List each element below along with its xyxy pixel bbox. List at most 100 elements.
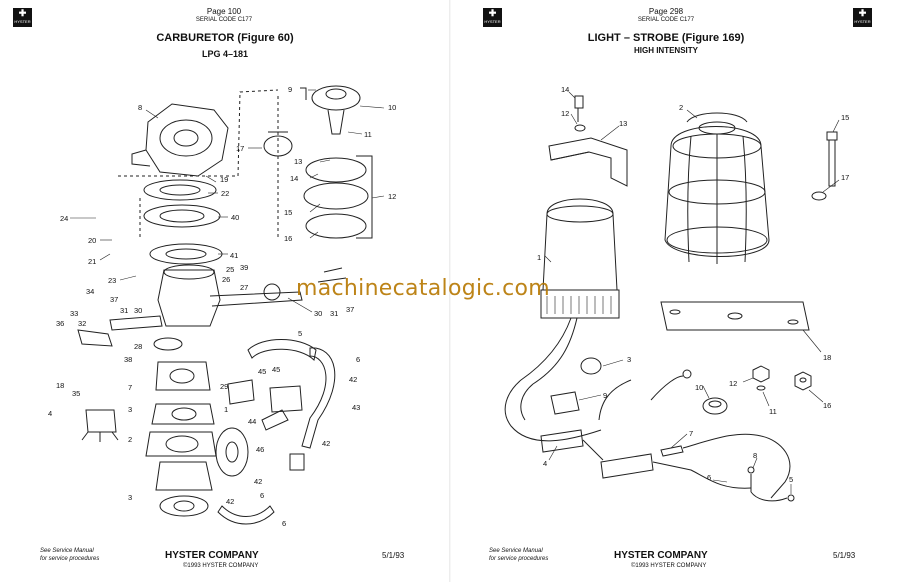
strobe-base xyxy=(540,289,620,319)
callout-33: 33 xyxy=(70,309,78,318)
callout-16: 16 xyxy=(823,401,831,410)
callout-15: 15 xyxy=(284,208,292,217)
callout-labels: 14 12 13 2 15 17 1 3 9 4 10 12 11 18 16 … xyxy=(537,85,849,484)
callout-1: 1 xyxy=(224,405,228,414)
callout-3b: 3 xyxy=(128,493,132,502)
callout-27: 27 xyxy=(240,283,248,292)
inline-box-4 xyxy=(540,429,584,453)
callout-46: 46 xyxy=(256,445,264,454)
hose-6-lower xyxy=(217,505,275,525)
gasket-28 xyxy=(153,337,183,351)
page-subtitle: LPG 4–181 xyxy=(201,49,249,59)
callout-labels: 8 19 22 40 24 20 21 41 23 25 26 39 27 34… xyxy=(48,85,396,528)
bracket-12 xyxy=(356,155,373,239)
regulator-29 xyxy=(227,379,255,405)
callout-5: 5 xyxy=(789,475,793,484)
callout-12b: 12 xyxy=(729,379,737,388)
inline-box-4b xyxy=(600,453,654,479)
right-page: ✚HYSTER ✚HYSTER Page 298 SERIAL CODE C17… xyxy=(451,0,900,582)
adapter-7 xyxy=(155,361,211,391)
cover-10 xyxy=(311,85,361,111)
gasket-22 xyxy=(143,179,217,201)
mount-bracket-13 xyxy=(548,137,628,187)
callout-44: 44 xyxy=(248,417,256,426)
plate-16 xyxy=(305,213,367,239)
plate-14 xyxy=(305,157,367,183)
footer-date: 5/1/93 xyxy=(833,551,856,560)
service-manual-note: See Service Manual for service procedure… xyxy=(40,548,100,562)
gasket-3 xyxy=(151,403,215,425)
callout-9: 9 xyxy=(288,85,292,94)
nut-11 xyxy=(752,365,770,383)
callout-43: 43 xyxy=(352,403,360,412)
left-page: ✚HYSTER Page 100 SERIAL CODE C177 CARBUR… xyxy=(0,0,449,582)
strobe-lens-1 xyxy=(542,198,618,291)
page-number: Page 298 xyxy=(648,7,684,16)
callout-24: 24 xyxy=(60,214,68,223)
gasket-40 xyxy=(143,204,221,228)
service-manual-note: See Service Manual for service procedure… xyxy=(489,548,549,562)
grommet-3 xyxy=(580,357,602,375)
callout-36: 36 xyxy=(56,319,64,328)
callout-19: 19 xyxy=(220,175,228,184)
callout-39: 39 xyxy=(240,263,248,272)
callout-9: 9 xyxy=(603,391,607,400)
callout-3: 3 xyxy=(627,355,631,364)
hose-5 xyxy=(247,339,317,362)
callout-42d: 42 xyxy=(226,497,234,506)
footer-date: 5/1/93 xyxy=(382,551,405,560)
footer-company: HYSTER COMPANY xyxy=(165,550,259,561)
callout-7: 7 xyxy=(689,429,693,438)
callout-6: 6 xyxy=(356,355,360,364)
lower-block xyxy=(155,461,213,491)
terminal-5 xyxy=(787,494,795,502)
callout-10: 10 xyxy=(695,383,703,392)
terminal-8 xyxy=(747,466,755,474)
hyster-logo-right-left: ✚HYSTER xyxy=(483,8,502,27)
callout-4: 4 xyxy=(48,409,52,418)
serial-code: SERIAL CODE C177 xyxy=(637,17,695,23)
valve-17 xyxy=(263,135,293,157)
callout-21: 21 xyxy=(88,257,96,266)
regulator-43 xyxy=(269,385,303,413)
callout-23: 23 xyxy=(108,276,116,285)
nut-16 xyxy=(794,371,812,391)
callout-11: 11 xyxy=(769,407,777,416)
callout-6c: 6 xyxy=(282,519,286,528)
grommet-10 xyxy=(702,397,728,415)
callout-3: 3 xyxy=(128,405,132,414)
carburetor-bore xyxy=(159,119,213,157)
mount-plate-18 xyxy=(660,301,810,331)
callout-10: 10 xyxy=(388,103,396,112)
callout-42b: 42 xyxy=(254,477,262,486)
guard-cage-2 xyxy=(664,126,770,257)
callout-35: 35 xyxy=(72,389,80,398)
callout-17: 17 xyxy=(236,144,244,153)
hose-6-upper xyxy=(301,347,336,449)
washer-12 xyxy=(574,124,586,132)
callout-31b: 31 xyxy=(330,309,338,318)
gasket-41 xyxy=(149,243,223,265)
page-gutter xyxy=(448,0,452,582)
callout-1: 1 xyxy=(537,253,541,262)
carburetor-exploded-diagram: 8 19 22 40 24 20 21 41 23 25 26 39 27 34… xyxy=(48,85,396,528)
watermark: machinecatalogic.com xyxy=(296,276,550,301)
callout-7: 7 xyxy=(128,383,132,392)
screw-14 xyxy=(574,95,584,122)
callout-28: 28 xyxy=(134,342,142,351)
callout-25: 25 xyxy=(226,265,234,274)
screw-9 xyxy=(300,87,307,100)
bracket-44 xyxy=(261,409,289,431)
wire-6 xyxy=(682,433,791,499)
callout-12: 12 xyxy=(561,109,569,118)
callout-18: 18 xyxy=(56,381,64,390)
diaphragm-15 xyxy=(303,182,369,210)
hyster-logo-right: ✚HYSTER xyxy=(853,8,872,27)
callout-8: 8 xyxy=(138,103,142,112)
callout-2: 2 xyxy=(679,103,683,112)
connector-9 xyxy=(550,391,580,415)
strobe-light-exploded-diagram: 14 12 13 2 15 17 1 3 9 4 10 12 11 18 16 … xyxy=(504,85,849,502)
callout-15: 15 xyxy=(841,113,849,122)
callout-34: 34 xyxy=(86,287,94,296)
carburetor-body xyxy=(145,103,229,177)
